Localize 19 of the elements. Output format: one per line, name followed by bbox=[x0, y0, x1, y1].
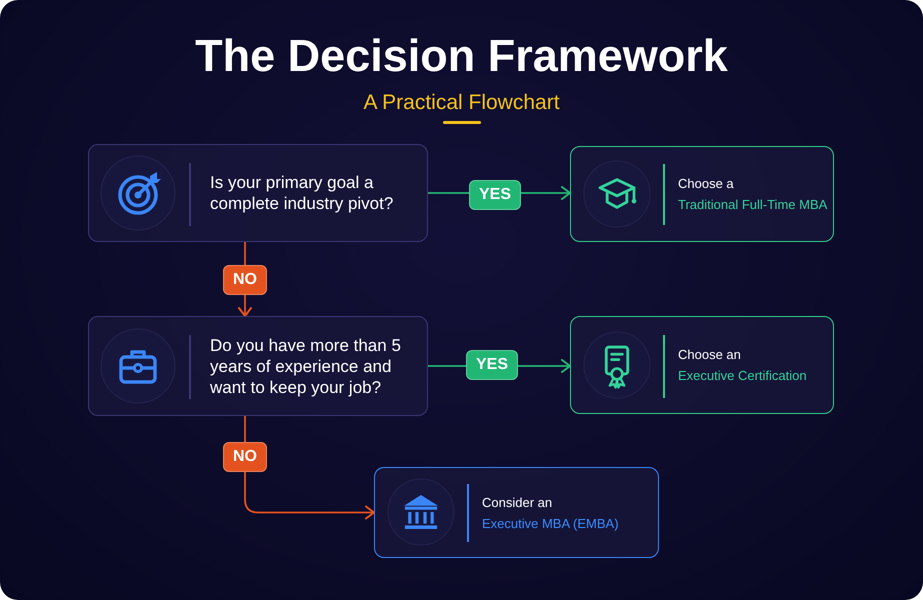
node-heading: Choose an bbox=[678, 346, 742, 364]
question-text: Do you have more than 5 years of experience and want to keep your job? bbox=[210, 334, 402, 398]
outcome-box bbox=[570, 316, 834, 414]
edge-label: YES bbox=[466, 350, 518, 380]
node-heading: Choose a bbox=[678, 175, 735, 193]
edge-label: NO bbox=[223, 442, 267, 472]
node-text: Traditional Full-Time MBA bbox=[678, 196, 828, 214]
decision-box bbox=[88, 144, 428, 242]
outcome-box bbox=[570, 146, 834, 242]
node-text: Executive Certification bbox=[678, 367, 808, 385]
subtitle: A Practical Flowchart bbox=[363, 90, 560, 116]
decision-box bbox=[88, 316, 428, 416]
edge-label: NO bbox=[223, 265, 267, 295]
title: The Decision Framework bbox=[195, 30, 728, 82]
node-text: Executive MBA (EMBA) bbox=[482, 514, 620, 533]
outcome-box bbox=[374, 467, 659, 558]
question-text: Is your primary goal a complete industry pivot? bbox=[210, 172, 394, 214]
node-heading: Consider an bbox=[482, 494, 554, 512]
edge-label: YES bbox=[469, 180, 521, 210]
